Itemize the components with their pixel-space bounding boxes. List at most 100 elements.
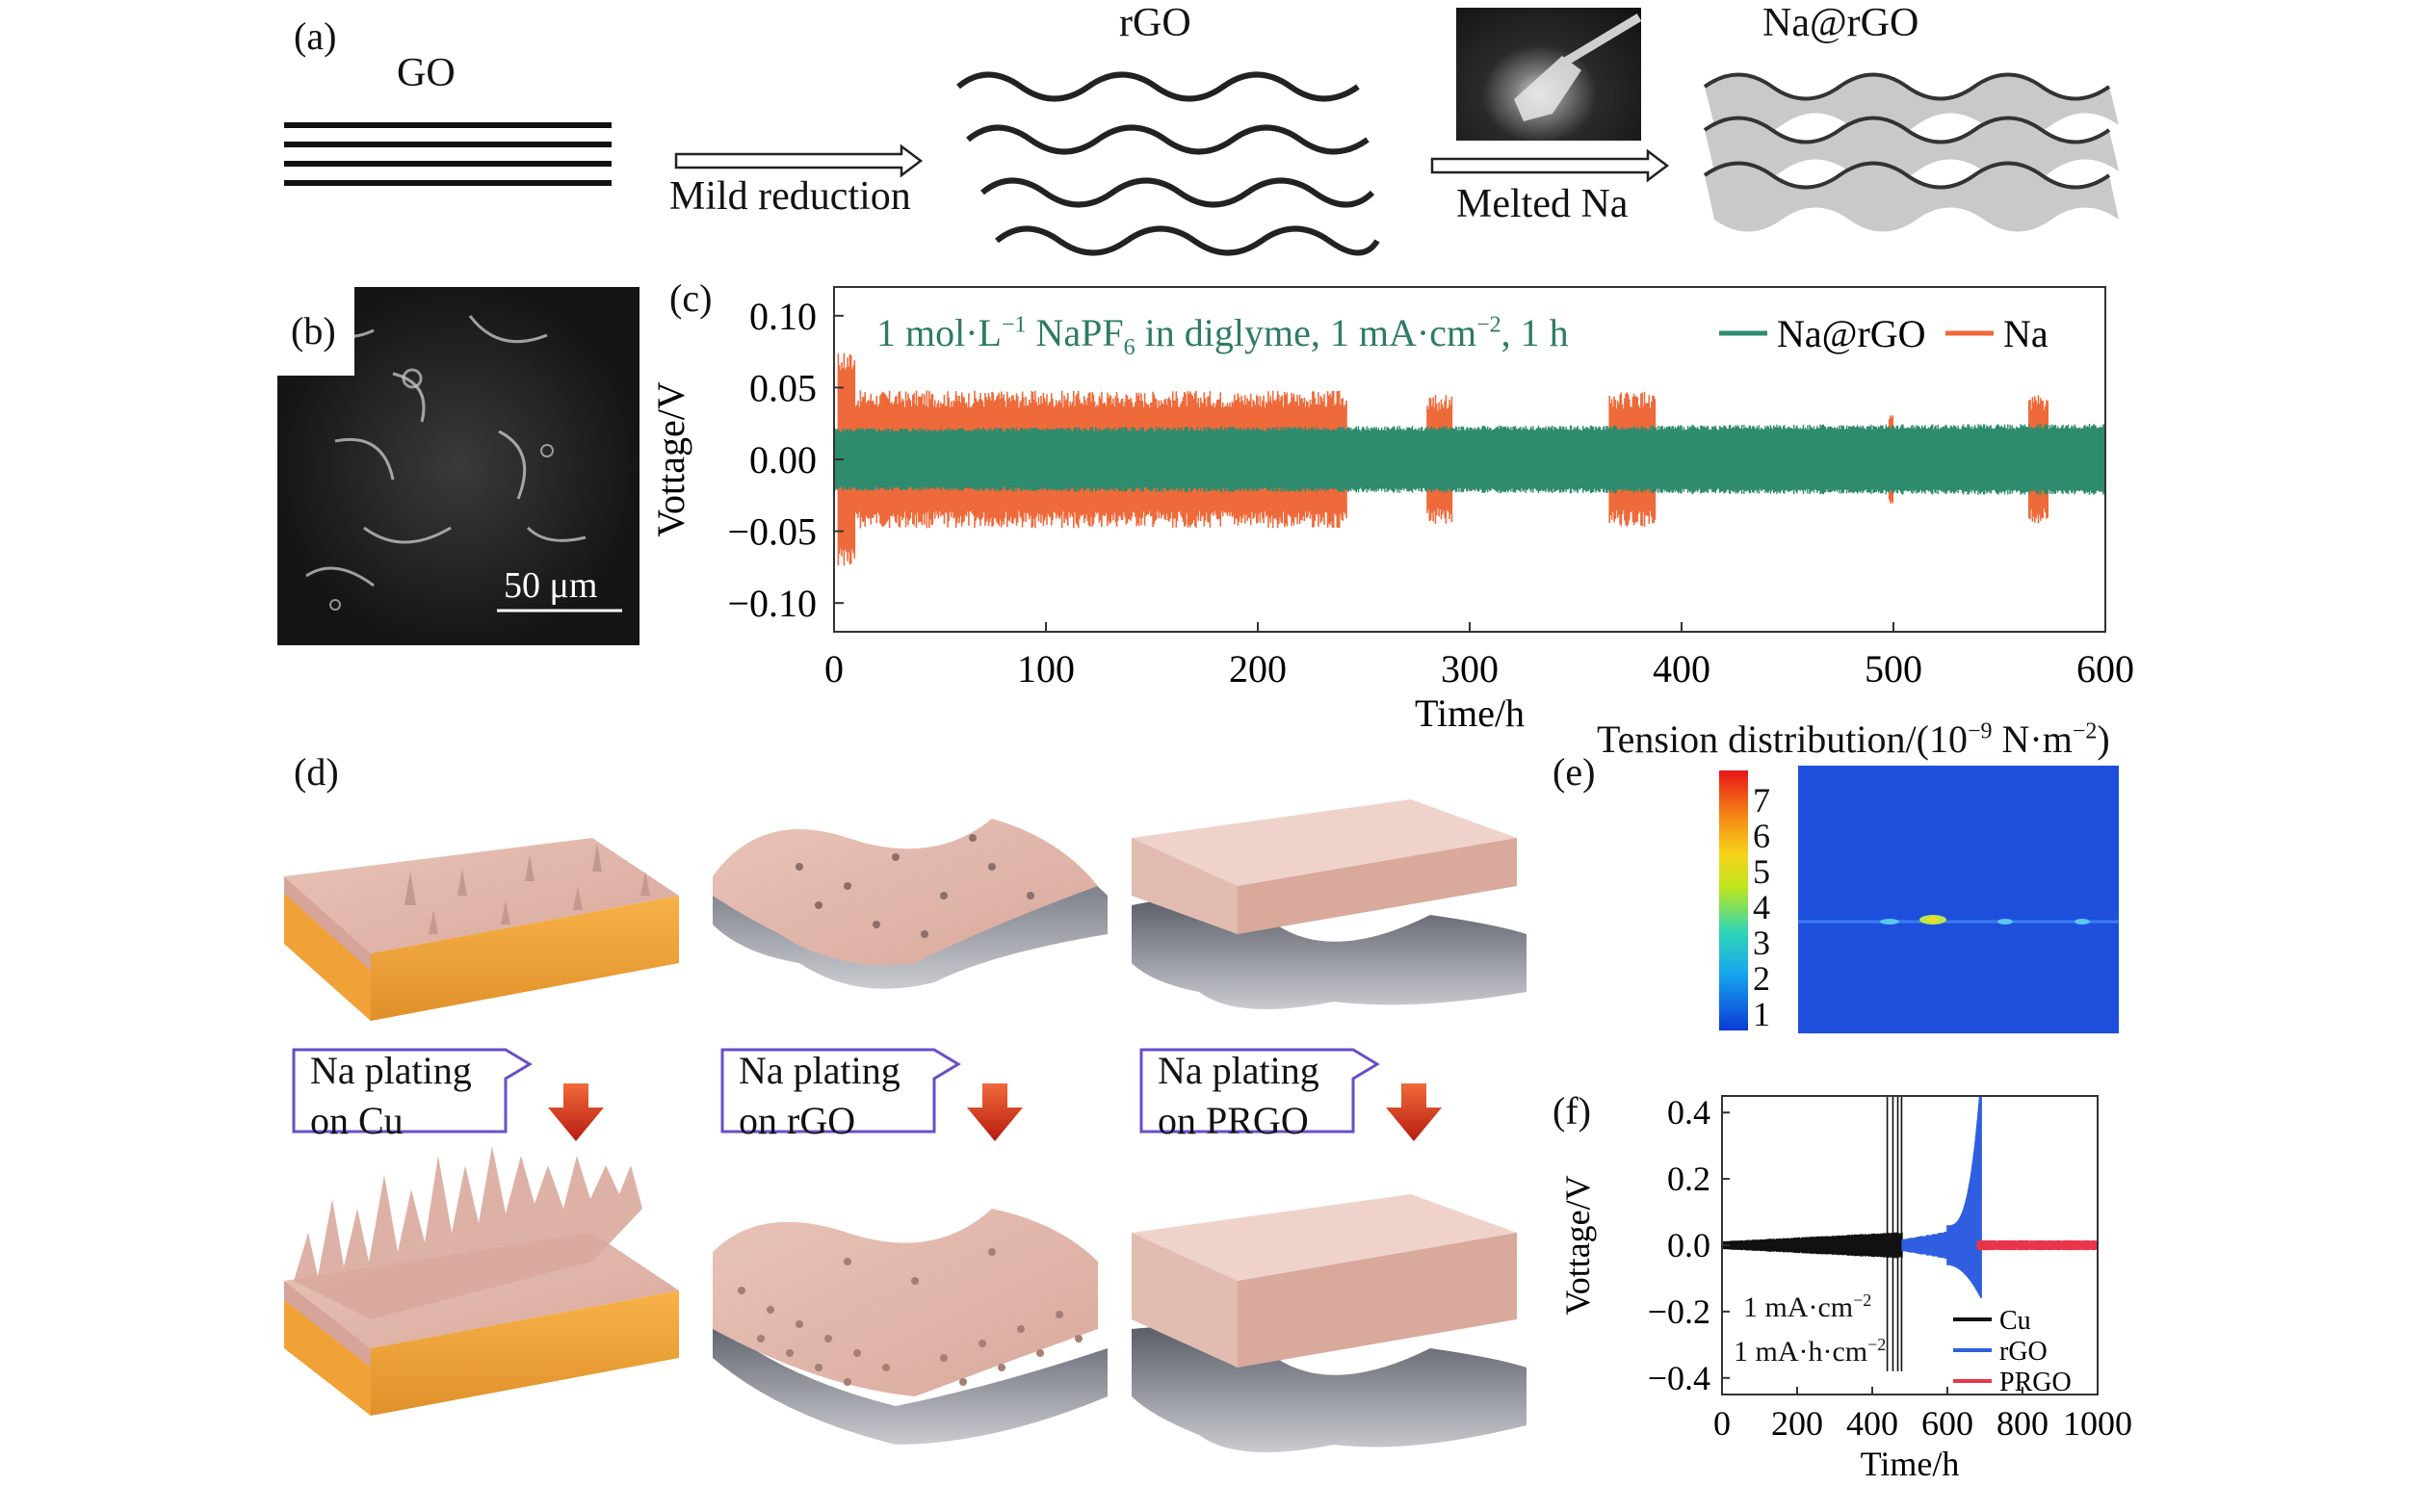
panel-a-label: (a) xyxy=(294,14,337,58)
tension-title: Tension distribution/(10−9 N·m−2) xyxy=(1597,717,2110,762)
colorbar-tick-label: 1 xyxy=(1753,995,1770,1033)
callout-cu xyxy=(292,1048,533,1134)
y-tick-label: −0.4 xyxy=(1648,1359,1710,1397)
go-label: GO xyxy=(397,51,456,95)
na-plating-illustrations xyxy=(284,799,1527,1452)
y-tick-label: −0.05 xyxy=(727,510,817,554)
y-tick-label: 0.4 xyxy=(1667,1093,1710,1132)
colorbar-tick-label: 3 xyxy=(1753,924,1770,962)
colorbar-tick-label: 6 xyxy=(1753,817,1770,855)
x-tick-label: 200 xyxy=(1771,1404,1823,1443)
panel-b-label-bg xyxy=(277,287,354,376)
colorbar-tick-label: 2 xyxy=(1753,959,1770,998)
cu-after-illustration xyxy=(284,1146,679,1416)
legend-label-narGO: Na@rGO xyxy=(1777,312,1926,355)
y-tick-label: 0.2 xyxy=(1667,1160,1710,1198)
y-tick-label: 0.10 xyxy=(749,295,817,338)
x-tick-label: 600 xyxy=(1921,1404,1973,1443)
rgo-wavy-illustration xyxy=(956,71,1380,256)
note-text: 1 mA·cm xyxy=(1743,1291,1854,1323)
x-tick-label: 1000 xyxy=(2063,1404,2132,1443)
red-down-arrow-cu xyxy=(548,1083,604,1141)
cu-before-illustration xyxy=(284,838,679,1021)
mild-reduction-arrow xyxy=(674,143,924,178)
x-axis-label: Time/h xyxy=(1415,691,1525,735)
y-axis-label: Vottage/V xyxy=(649,381,692,537)
rgo-after-illustration xyxy=(713,1209,1108,1445)
x-tick-label: 300 xyxy=(1441,647,1499,691)
x-tick-label: 600 xyxy=(2076,647,2134,691)
series-rgo-trace xyxy=(1901,1096,1982,1299)
callout-prgo-line1: Na plating xyxy=(1158,1049,1319,1092)
x-tick-label: 0 xyxy=(1713,1404,1731,1443)
series-narGO-trace xyxy=(833,423,2106,496)
x-tick-label: 0 xyxy=(824,647,844,691)
x-tick-label: 100 xyxy=(1017,647,1075,691)
annotation-text: , 1 h xyxy=(1501,311,1569,354)
annotation-text: 1 mol·L xyxy=(876,311,1002,354)
go-stack-illustration xyxy=(284,122,612,186)
mild-reduction-label: Mild reduction xyxy=(669,174,911,219)
panel-f-note-1: 1 mA·cm−2 xyxy=(1743,1290,1871,1324)
note-text: 1 mA·h·cm xyxy=(1734,1336,1868,1368)
panel-d-label: (d) xyxy=(294,750,339,794)
callout-rgo-line2: on rGO xyxy=(739,1099,856,1142)
callout-cu-line2: on Cu xyxy=(310,1099,404,1142)
colorbar-tick-label: 7 xyxy=(1753,781,1770,820)
tension-title-text: ) xyxy=(2097,717,2110,761)
legend-label-rgo: rGO xyxy=(1999,1337,2048,1367)
x-tick-label: 400 xyxy=(1846,1404,1898,1443)
callout-rgo xyxy=(720,1048,961,1134)
x-tick-label: 200 xyxy=(1229,647,1287,691)
note-sup: −2 xyxy=(1867,1335,1887,1354)
prgo-before-illustration xyxy=(1132,799,1527,1009)
legend-label-cu: Cu xyxy=(1999,1306,2031,1336)
x-tick-label: 500 xyxy=(1865,647,1922,691)
panel-c-label: (c) xyxy=(669,276,713,320)
legend: Na@rGO Na xyxy=(1719,312,2049,355)
chart-f: 0.4 0.2 0.0 −0.2 −0.40 200 400 600 800 1000Time/h… xyxy=(1558,1093,2132,1483)
callout-prgo-line2: on PRGO xyxy=(1158,1099,1309,1142)
panel-f-note-2: 1 mA·h·cm−2 xyxy=(1734,1335,1886,1369)
colorbar-tick-label: 4 xyxy=(1753,888,1770,926)
tension-title-sup: −9 xyxy=(1967,718,1993,744)
melted-na-photo xyxy=(1456,8,1642,141)
panel-e-label: (e) xyxy=(1553,750,1596,794)
note-sup: −2 xyxy=(1853,1290,1872,1310)
x-tick-label: 400 xyxy=(1653,647,1710,691)
na-rgo-illustration xyxy=(1703,72,2119,232)
callout-prgo xyxy=(1139,1048,1380,1134)
y-tick-label: 0.00 xyxy=(749,438,817,482)
tension-title-text: N·m xyxy=(1992,717,2073,761)
melted-na-label: Melted Na xyxy=(1456,182,1629,226)
legend-label-na: Na xyxy=(2003,312,2049,355)
x-axis-label: Time/h xyxy=(1861,1445,1960,1483)
annotation-sub: 6 xyxy=(1123,335,1135,360)
y-tick-label: 0.0 xyxy=(1667,1226,1710,1264)
y-tick-label: 0.05 xyxy=(749,366,817,409)
y-tick-label: −0.2 xyxy=(1648,1292,1710,1331)
panel-f-label: (f) xyxy=(1553,1089,1591,1133)
prgo-after-illustration xyxy=(1132,1194,1527,1452)
colorbar-tick-label: 5 xyxy=(1753,852,1770,891)
melted-na-arrow xyxy=(1430,148,1670,183)
chart-c: 0.10 0.05 0.00 −0.05 −0.100 100 200 300 400 500 60… xyxy=(649,286,2134,735)
scale-bar-label: 50 μm xyxy=(504,565,598,606)
panel-b-label: (b) xyxy=(291,309,336,352)
callout-cu-line1: Na plating xyxy=(310,1049,472,1092)
tension-title-text: Tension distribution/(10 xyxy=(1597,717,1968,761)
na-rgo-label: Na@rGO xyxy=(1762,1,1919,45)
annotation-sup: −1 xyxy=(1001,312,1027,338)
legend-label-prgo: PRGO xyxy=(1999,1368,2072,1397)
red-down-arrow-rgo xyxy=(967,1083,1023,1141)
red-down-arrow-prgo xyxy=(1386,1083,1442,1141)
y-tick-label: −0.10 xyxy=(727,582,817,625)
chart-c-annotation: 1 mol·L−1 NaPF6 in diglyme, 1 mA·cm−2, 1… xyxy=(876,310,1569,361)
tension-heatmap xyxy=(1798,766,2119,1033)
x-tick-label: 800 xyxy=(1996,1404,2049,1443)
annotation-text: NaPF xyxy=(1026,311,1124,354)
y-axis-label: Vottage/V xyxy=(1558,1175,1597,1315)
series-prgo-trace xyxy=(1976,1239,2099,1251)
rgo-label: rGO xyxy=(1119,1,1191,45)
